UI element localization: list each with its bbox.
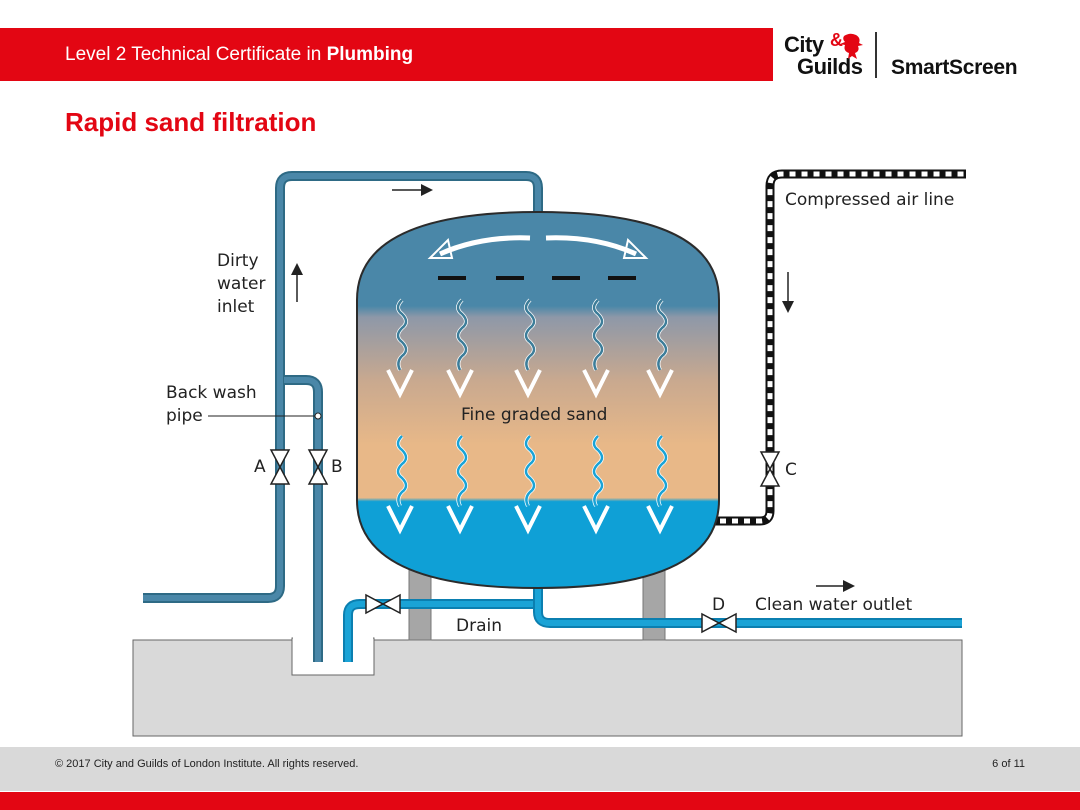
course-subject: Plumbing xyxy=(326,44,414,65)
drain-pit xyxy=(291,637,375,676)
bottom-accent-bar xyxy=(0,792,1080,810)
label-dirty-water-1: Dirty xyxy=(217,251,259,271)
footer-copyright: © 2017 City and Guilds of London Institu… xyxy=(55,758,359,770)
label-back-wash-2: pipe xyxy=(166,406,203,426)
logo-city-text: City xyxy=(784,32,824,57)
valve-drain xyxy=(365,593,401,615)
label-back-wash-1: Back wash xyxy=(166,383,257,403)
course-title: Level 2 Technical Certificate in Plumbin… xyxy=(65,44,413,66)
lion-icon xyxy=(840,33,863,59)
distribution-nozzles xyxy=(438,276,636,280)
distribution-arrow-right xyxy=(545,235,638,257)
valve-c xyxy=(759,451,781,487)
back-wash-pipe xyxy=(284,375,323,662)
label-valve-b: B xyxy=(331,457,343,477)
slide-title: Rapid sand filtration xyxy=(65,107,317,137)
footer-bar xyxy=(0,747,1080,791)
label-valve-d: D xyxy=(712,595,725,615)
city-guilds-logo: City & Guilds SmartScreen xyxy=(784,30,1029,82)
label-valve-a: A xyxy=(254,457,266,477)
distribution-arrow-left xyxy=(438,235,531,257)
label-drain: Drain xyxy=(456,616,502,636)
ground-slab xyxy=(132,639,963,737)
valve-d xyxy=(701,612,737,634)
label-clean-water: Clean water outlet xyxy=(755,595,913,615)
label-valve-c: C xyxy=(785,460,797,480)
label-dirty-water-3: inlet xyxy=(217,297,255,317)
label-compressed-air: Compressed air line xyxy=(785,190,954,210)
valve-b xyxy=(307,449,329,485)
header-bar xyxy=(0,28,773,81)
label-fine-sand: Fine graded sand xyxy=(461,405,607,425)
valve-a xyxy=(269,449,291,485)
logo-smartscreen-text: SmartScreen xyxy=(891,56,1018,79)
logo-ampersand: & xyxy=(830,30,843,50)
logo-guilds-text: Guilds xyxy=(797,54,863,79)
flow-arrows-upper xyxy=(386,298,674,399)
logo-divider xyxy=(875,32,877,78)
course-prefix: Level 2 Technical Certificate in xyxy=(65,44,327,65)
filter-tank xyxy=(356,210,720,590)
compressed-air-line xyxy=(708,169,966,526)
label-dirty-water-2: water xyxy=(217,274,265,294)
flow-arrows-lower xyxy=(386,434,674,535)
page-number: 6 of 11 xyxy=(992,758,1025,770)
